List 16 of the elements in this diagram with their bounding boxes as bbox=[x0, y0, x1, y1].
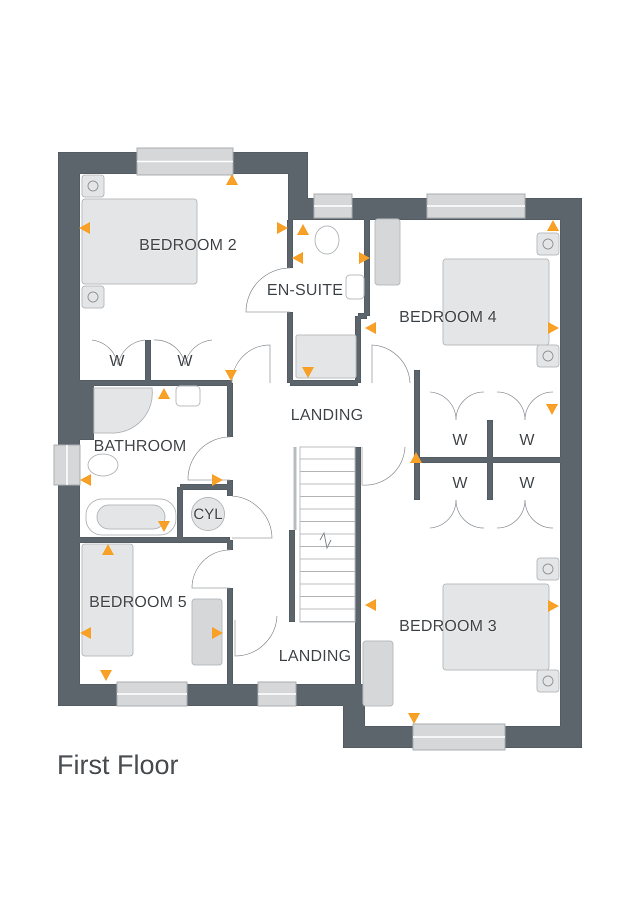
cylinder-tank-circle: CYL bbox=[191, 497, 225, 531]
room-label: BEDROOM 3 bbox=[399, 618, 497, 636]
room-label: W bbox=[452, 475, 468, 493]
floor-title: First Floor bbox=[57, 750, 178, 781]
room-label: BEDROOM 4 bbox=[399, 309, 497, 327]
room-label: W bbox=[452, 432, 468, 450]
room-label: EN-SUITE bbox=[266, 282, 344, 300]
room-label: BATHROOM bbox=[94, 438, 186, 456]
room-label: W bbox=[109, 353, 125, 371]
room-label: BEDROOM 5 bbox=[89, 594, 187, 612]
room-label: LANDING bbox=[278, 648, 352, 666]
room-label: BEDROOM 2 bbox=[139, 237, 237, 255]
room-label: LANDING bbox=[290, 407, 364, 425]
room-label: W bbox=[519, 475, 535, 493]
room-label: W bbox=[519, 432, 535, 450]
room-label: W bbox=[177, 353, 193, 371]
